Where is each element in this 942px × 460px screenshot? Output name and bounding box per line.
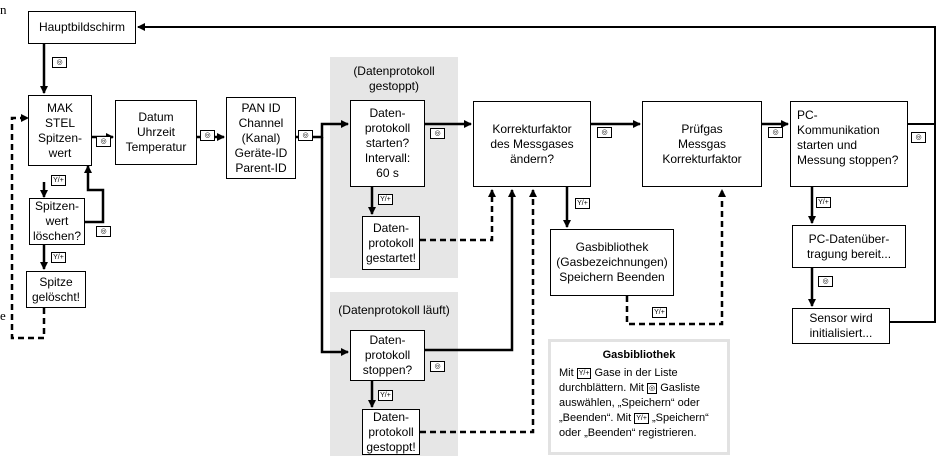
y-plus-key-icon: Y/+ [634, 413, 649, 424]
pc-transfer-ready-box: PC-Datenüber- tragung bereit... [792, 225, 906, 268]
y-plus-key-icon: Y/+ [652, 307, 667, 318]
mode-key-icon: ◎ [298, 130, 313, 141]
pan-box: PAN ID Channel (Kanal) Geräte-ID Parent-… [226, 97, 296, 179]
margin-fragment: n [0, 2, 7, 17]
y-plus-key-icon: Y/+ [816, 197, 831, 208]
dashed-gaslib-to-testgas [625, 189, 726, 326]
mode-key-icon: ◎ [911, 132, 926, 143]
sensor-init-box: Sensor wird initialisiert... [792, 308, 890, 344]
legend-text-part: Gasliste auswählen, „Speichern“ oder „Be… [559, 382, 700, 424]
arrow-clear-back-to-peak [84, 165, 105, 224]
peak-box: MAK STEL Spitzen- wert [28, 95, 92, 166]
mode-key-icon: ◎ [96, 136, 111, 147]
legend-title: Gasbibliothek [602, 349, 676, 361]
mode-key-icon: ◎ [430, 128, 445, 139]
main-screen-box: Hauptbildschirm [28, 11, 136, 44]
gas-library-box: Gasbibliothek (Gasbezeichnungen) Speiche… [550, 229, 674, 296]
mode-key-icon: ◎ [647, 383, 658, 394]
correction-factor-box: Korrekturfaktor des Messgases ändern? [473, 101, 591, 187]
log-start-box: Daten- protokoll starten? Intervall: 60 … [350, 100, 425, 187]
mode-key-icon: ◎ [768, 127, 783, 138]
datetime-box: Datum Uhrzeit Temperatur [115, 100, 197, 165]
log-started-box: Daten- protokoll gestartet! [362, 216, 420, 270]
mode-key-icon: ◎ [818, 276, 833, 287]
legend-text-part: „Speichern“ oder „Beenden“ registrieren. [559, 412, 709, 439]
gas-library-legend: Gasbibliothek Mit Y/+ Gase in der Liste … [548, 339, 730, 455]
arrow-sensor-to-main [890, 124, 936, 323]
log-stop-box: Daten- protokoll stoppen? [350, 330, 425, 381]
test-gas-box: Prüfgas Messgas Korrekturfaktor [642, 101, 762, 187]
y-plus-key-icon: Y/+ [378, 194, 393, 205]
mode-key-icon: ◎ [430, 361, 445, 372]
clear-peak-box: Spitzen- wert löschen? [29, 198, 85, 245]
legend-text: Mit Y/+ Gase in der Liste durchblättern.… [559, 366, 719, 441]
y-plus-key-icon: Y/+ [378, 390, 393, 401]
legend-text-part: Gase in der Liste durchblättern. Mit [559, 367, 678, 394]
margin-fragment: e [0, 308, 6, 323]
y-plus-key-icon: Y/+ [575, 198, 590, 209]
panel-label-running: (Datenprotokoll läuft) [338, 303, 450, 317]
legend-text-part: Mit [559, 367, 574, 379]
pc-communication-box: PC- Kommunikation starten und Messung st… [790, 101, 908, 187]
peak-cleared-box: Spitze gelöscht! [26, 271, 86, 308]
dashed-logstarted-to-correction [420, 189, 496, 242]
arrow-pan-to-log-stop [320, 137, 349, 356]
dashed-logstopped-to-correction [420, 189, 537, 434]
dashed-cleared-to-peak [10, 114, 46, 340]
y-plus-key-icon: Y/+ [51, 252, 66, 263]
mode-key-icon: ◎ [597, 127, 612, 138]
y-plus-key-icon: Y/+ [576, 368, 592, 379]
arrow-log-stop-to-correction [425, 189, 516, 352]
mode-key-icon: ◎ [96, 226, 111, 237]
y-plus-key-icon: Y/+ [51, 175, 66, 186]
mode-key-icon: ◎ [52, 57, 67, 68]
panel-label-stopped: (Datenprotokoll gestoppt) [353, 64, 435, 93]
mode-key-icon: ◎ [200, 130, 215, 141]
log-stopped-box: Daten- protokoll gestoppt! [362, 409, 420, 455]
